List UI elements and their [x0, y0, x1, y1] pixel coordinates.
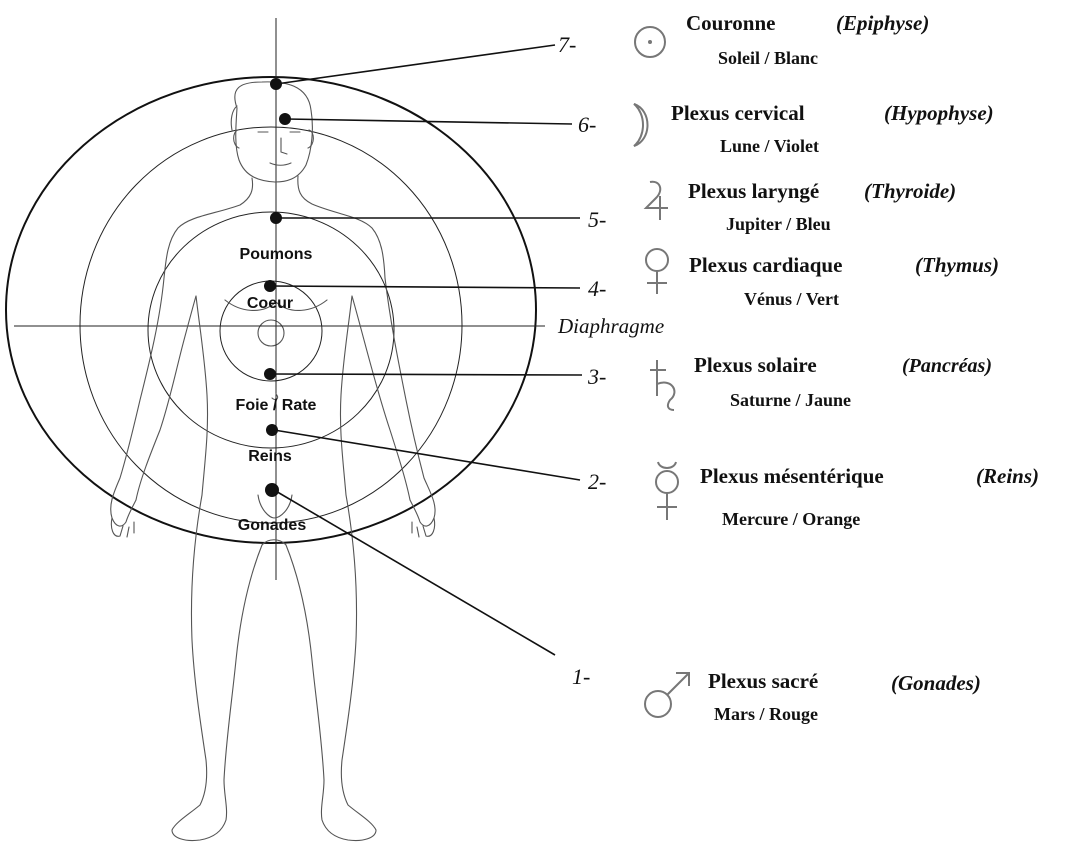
chakra-dot-4	[264, 280, 276, 292]
organ-label-foie-rate: Foie / Rate	[236, 397, 317, 414]
chakra-dot-1	[265, 483, 279, 497]
chakra-title: Plexus laryngé	[688, 179, 819, 203]
chakra-title: Plexus solaire	[694, 353, 817, 377]
chakra-3-label: 3- Plexus solaire (Pancréas) Saturne / J…	[587, 353, 992, 410]
chakra-subtitle: Mercure / Orange	[722, 509, 860, 529]
chakra-gland: (Pancréas)	[902, 355, 992, 377]
chakra-subtitle: Lune / Violet	[720, 136, 819, 156]
chakra-title: Couronne	[686, 11, 775, 35]
chakra-4-label: 4- Plexus cardiaque (Thymus) Vénus / Ver…	[588, 249, 999, 309]
moon-symbol-icon	[634, 104, 648, 146]
chakra-7-label: 7- Couronne (Epiphyse) Soleil / Blanc	[558, 11, 929, 68]
leader-3	[270, 374, 582, 375]
mars-symbol-icon	[645, 673, 689, 717]
left-leg	[172, 495, 262, 841]
chakra-dots	[264, 78, 291, 497]
chakra-title: Plexus sacré	[708, 669, 818, 693]
chakra-title: Plexus cardiaque	[689, 253, 842, 277]
left-hand	[111, 518, 134, 537]
chakra-subtitle: Soleil / Blanc	[718, 48, 818, 68]
chakra-dot-7	[270, 78, 282, 90]
chakra-2-label: 2- Plexus mésentérique (Reins) Mercure /…	[588, 462, 1039, 529]
chakra-title: Plexus mésentérique	[700, 464, 884, 488]
leader-4	[270, 286, 580, 288]
chakra-gland: (Thyroide)	[864, 179, 956, 203]
chakra-title: Plexus cervical	[671, 101, 805, 125]
chakra-number: 1-	[572, 664, 590, 689]
face-features	[258, 132, 300, 165]
saturn-symbol-icon	[650, 360, 674, 410]
organ-label-gonades: Gonades	[238, 517, 307, 534]
chakra-subtitle: Vénus / Vert	[744, 289, 839, 309]
venus-symbol-icon	[646, 249, 668, 294]
chakra-dot-2	[266, 424, 278, 436]
sun-symbol-icon	[635, 27, 665, 57]
chakra-dot-3	[264, 368, 276, 380]
chakra-gland: (Reins)	[976, 464, 1039, 488]
chakra-1-label: 1- Plexus sacré (Gonades) Mars / Rouge	[572, 664, 981, 724]
chakra-number: 6-	[578, 112, 596, 137]
organ-label-reins: Reins	[248, 448, 292, 465]
right-hand	[412, 518, 435, 537]
chakra-gland: (Gonades)	[891, 671, 981, 695]
center-circle	[258, 320, 284, 346]
chakra-number: 5-	[588, 207, 606, 232]
chakra-subtitle: Jupiter / Bleu	[726, 214, 831, 234]
leader-1	[274, 490, 555, 655]
chakra-number: 4-	[588, 276, 606, 301]
chakra-number: 2-	[588, 469, 606, 494]
mercury-symbol-icon	[656, 462, 678, 520]
chakra-6-label: 6- Plexus cervical (Hypophyse) Lune / Vi…	[578, 101, 994, 156]
chakra-5-label: 5- Plexus laryngé (Thyroide) Jupiter / B…	[588, 179, 956, 234]
chakra-gland: (Thymus)	[915, 253, 999, 277]
chakra-gland: (Hypophyse)	[884, 101, 994, 125]
left-arm	[111, 278, 196, 526]
leader-7	[276, 45, 555, 84]
chakra-gland: (Epiphyse)	[836, 11, 929, 35]
diaphragm-label: Diaphragme	[557, 314, 664, 338]
right-leg	[286, 495, 376, 841]
chakra-dot-6	[279, 113, 291, 125]
organ-label-coeur: Coeur	[247, 295, 293, 312]
organ-label-poumons: Poumons	[240, 246, 313, 263]
jupiter-symbol-icon	[646, 182, 668, 220]
chakra-number: 7-	[558, 32, 576, 57]
leader-2	[274, 430, 580, 480]
chakra-number: 3-	[587, 364, 606, 389]
head-outline	[235, 82, 313, 182]
leader-lines	[270, 45, 582, 655]
chakra-dot-5	[270, 212, 282, 224]
chakra-subtitle: Mars / Rouge	[714, 704, 818, 724]
chakra-subtitle: Saturne / Jaune	[730, 390, 851, 410]
